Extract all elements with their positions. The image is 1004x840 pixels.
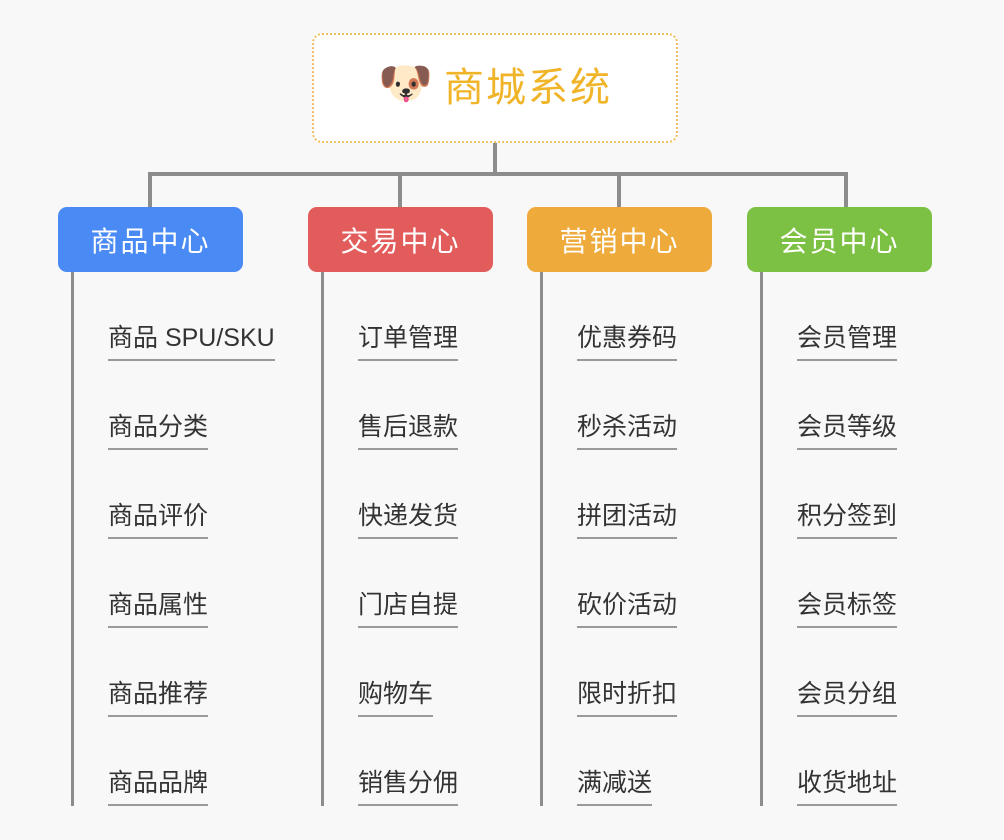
leaf-label: 商品分类 xyxy=(108,412,209,450)
list-item[interactable]: 优惠券码 xyxy=(543,272,712,361)
leaf-label: 售后退款 xyxy=(358,412,459,450)
leaf-label: 拼团活动 xyxy=(577,501,678,539)
list-item[interactable]: 会员分组 xyxy=(763,628,932,717)
leaf-label: 限时折扣 xyxy=(577,679,678,717)
leaf-label: 积分签到 xyxy=(797,501,898,539)
list-item[interactable]: 商品 SPU/SKU xyxy=(74,272,275,361)
leaf-label: 优惠券码 xyxy=(577,323,678,361)
list-item[interactable]: 会员管理 xyxy=(763,272,932,361)
list-item[interactable]: 满减送 xyxy=(543,717,712,806)
list-item[interactable]: 积分签到 xyxy=(763,450,932,539)
list-item[interactable]: 拼团活动 xyxy=(543,450,712,539)
branch-header-3[interactable]: 营销中心 xyxy=(527,207,712,272)
list-item[interactable]: 收货地址 xyxy=(763,717,932,806)
leaf-label: 门店自提 xyxy=(358,590,459,628)
branch-header-2[interactable]: 交易中心 xyxy=(308,207,493,272)
leaf-label: 购物车 xyxy=(358,679,434,717)
branch-body-1: 商品 SPU/SKU 商品分类 商品评价 商品属性 商品推荐 商品品牌 xyxy=(71,272,275,806)
list-item[interactable]: 商品推荐 xyxy=(74,628,275,717)
branch-body-4: 会员管理 会员等级 积分签到 会员标签 会员分组 收货地址 xyxy=(760,272,932,806)
list-item[interactable]: 商品品牌 xyxy=(74,717,275,806)
connector-drop-3 xyxy=(617,172,621,208)
list-item[interactable]: 商品分类 xyxy=(74,361,275,450)
connector-horizontal-bus xyxy=(148,172,848,176)
leaf-label: 会员管理 xyxy=(797,323,898,361)
list-item[interactable]: 限时折扣 xyxy=(543,628,712,717)
leaf-label: 收货地址 xyxy=(797,768,898,806)
leaf-label: 商品品牌 xyxy=(108,768,209,806)
leaf-label: 快递发货 xyxy=(358,501,459,539)
list-item[interactable]: 购物车 xyxy=(324,628,493,717)
leaf-label: 满减送 xyxy=(577,768,653,806)
list-item[interactable]: 商品属性 xyxy=(74,539,275,628)
branch-product-center: 商品中心 商品 SPU/SKU 商品分类 商品评价 商品属性 商品推荐 商品品牌 xyxy=(58,207,275,806)
list-item[interactable]: 砍价活动 xyxy=(543,539,712,628)
connector-drop-4 xyxy=(844,172,848,208)
branch-header-4[interactable]: 会员中心 xyxy=(747,207,932,272)
branch-member-center: 会员中心 会员管理 会员等级 积分签到 会员标签 会员分组 收货地址 xyxy=(747,207,932,806)
leaf-label: 会员标签 xyxy=(797,590,898,628)
list-item[interactable]: 订单管理 xyxy=(324,272,493,361)
list-item[interactable]: 会员标签 xyxy=(763,539,932,628)
branch-marketing-center: 营销中心 优惠券码 秒杀活动 拼团活动 砍价活动 限时折扣 满减送 xyxy=(527,207,712,806)
list-item[interactable]: 秒杀活动 xyxy=(543,361,712,450)
branch-body-2: 订单管理 售后退款 快递发货 门店自提 购物车 销售分佣 xyxy=(321,272,493,806)
branch-header-1[interactable]: 商品中心 xyxy=(58,207,243,272)
leaf-label: 商品评价 xyxy=(108,501,209,539)
leaf-label: 会员分组 xyxy=(797,679,898,717)
leaf-label: 订单管理 xyxy=(358,323,459,361)
list-item[interactable]: 商品评价 xyxy=(74,450,275,539)
leaf-label: 商品属性 xyxy=(108,590,209,628)
list-item[interactable]: 门店自提 xyxy=(324,539,493,628)
leaf-label: 会员等级 xyxy=(797,412,898,450)
connector-drop-1 xyxy=(148,172,152,208)
dog-face-icon: 🐶 xyxy=(378,59,433,108)
leaf-label: 砍价活动 xyxy=(577,590,678,628)
leaf-label: 商品推荐 xyxy=(108,679,209,717)
leaf-label: 销售分佣 xyxy=(358,768,459,806)
list-item[interactable]: 销售分佣 xyxy=(324,717,493,806)
root-title: 商城系统 xyxy=(444,66,612,110)
list-item[interactable]: 售后退款 xyxy=(324,361,493,450)
list-item[interactable]: 快递发货 xyxy=(324,450,493,539)
branch-body-3: 优惠券码 秒杀活动 拼团活动 砍价活动 限时折扣 满减送 xyxy=(540,272,712,806)
leaf-label: 商品 SPU/SKU xyxy=(108,323,275,361)
connector-drop-2 xyxy=(398,172,402,208)
branch-trade-center: 交易中心 订单管理 售后退款 快递发货 门店自提 购物车 销售分佣 xyxy=(308,207,493,806)
leaf-label: 秒杀活动 xyxy=(577,412,678,450)
list-item[interactable]: 会员等级 xyxy=(763,361,932,450)
connector-root-stem xyxy=(493,143,497,175)
root-node[interactable]: 🐶 商城系统 xyxy=(312,33,678,143)
